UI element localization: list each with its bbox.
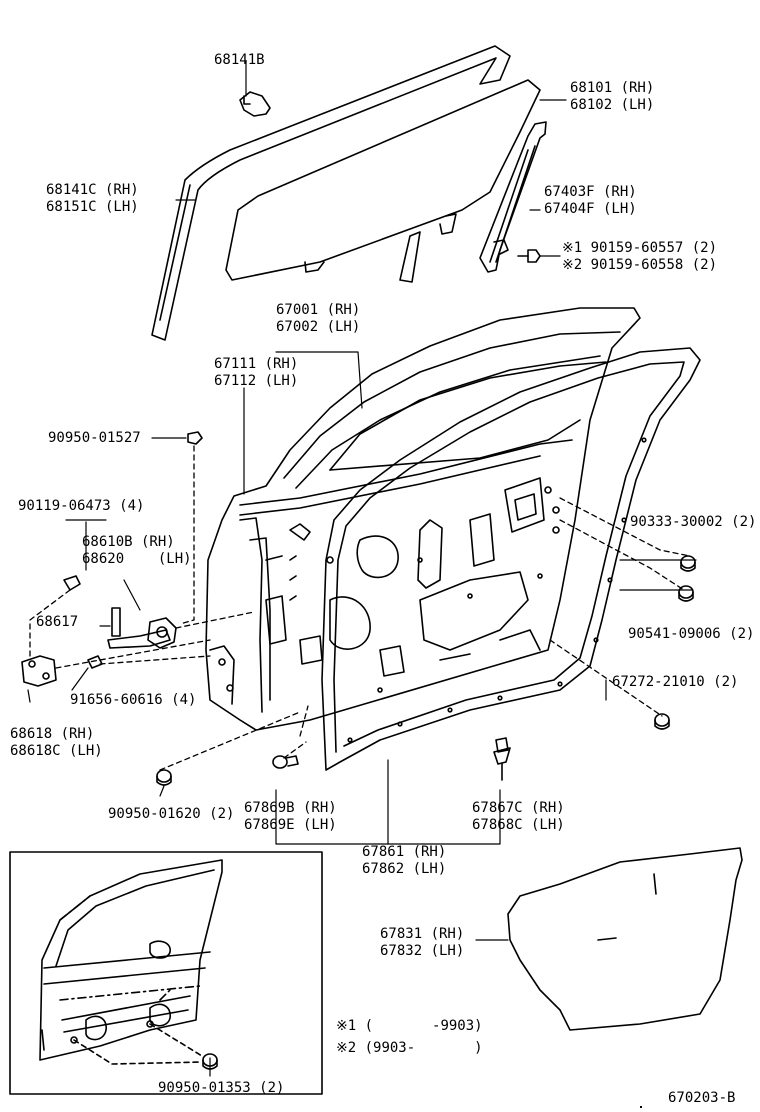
callout-90950-01527: 90950-01527 — [48, 430, 141, 446]
callout-68141B: 68141B — [214, 52, 265, 68]
plug-90541 — [679, 586, 693, 601]
callout-67272: 67272-21010 (2) — [612, 674, 739, 690]
callout-90950-01620: 90950-01620 (2) — [108, 806, 235, 822]
callout-68618: 68618 (RH)68618C (LH) — [10, 726, 103, 759]
door-check — [108, 608, 176, 648]
door-panel-shell — [206, 308, 640, 730]
callout-67403F: 67403F (RH)67404F (LH) — [544, 184, 637, 217]
callout-91656: 91656-60616 (4) — [70, 692, 197, 708]
door-weatherstrip — [322, 348, 700, 770]
note-2: ※2 (9903- ) — [336, 1040, 483, 1056]
callout-67111: 67111 (RH)67112 (LH) — [214, 356, 299, 389]
clip-67867C — [494, 738, 510, 780]
plug-90333 — [681, 556, 695, 571]
service-hole-cover — [508, 848, 742, 1030]
callout-68141C: 68141C (RH)68151C (LH) — [46, 182, 139, 215]
leader-lines — [28, 62, 696, 1076]
corner-mark — [640, 1106, 642, 1108]
callout-68610B: 68610B (RH)68620 (LH) — [82, 534, 192, 567]
door-hinge — [22, 656, 56, 686]
bolt-90159 — [518, 250, 540, 262]
callout-68101: 68101 (RH)68102 (LH) — [570, 80, 655, 113]
note-1: ※1 ( -9903) — [336, 1018, 483, 1034]
callout-90950-01353: 90950-01353 (2) — [158, 1080, 285, 1096]
callout-90541: 90541-09006 (2) — [628, 626, 755, 642]
callout-90119: 90119-06473 (4) — [18, 498, 145, 514]
door-glass — [226, 80, 540, 282]
callout-90333: 90333-30002 (2) — [630, 514, 757, 530]
window-frame-weatherstrip — [152, 46, 510, 340]
clip-90950-01527 — [188, 432, 202, 444]
diagram-id: 670203-B — [668, 1090, 736, 1106]
callout-67001: 67001 (RH)67002 (LH) — [276, 302, 361, 335]
plug-67272 — [655, 714, 669, 729]
callout-67831: 67831 (RH)67832 (LH) — [380, 926, 465, 959]
rear-lower-sash-channel — [480, 122, 546, 272]
dashed-leaders — [30, 446, 690, 770]
callout-68617: 68617 — [36, 614, 79, 630]
inset-overview — [10, 852, 322, 1094]
callout-67869B: 67869B (RH)67869E (LH) — [244, 800, 337, 833]
plug-90950-01620 — [157, 770, 171, 785]
glass-clip — [240, 92, 270, 116]
callout-67861: 67861 (RH)67862 (LH) — [362, 844, 447, 877]
clip-67869B — [273, 756, 298, 768]
callout-90159: ※1 90159-60557 (2)※2 90159-60558 (2) — [562, 240, 718, 273]
callout-67867C: 67867C (RH)67868C (LH) — [472, 800, 565, 833]
